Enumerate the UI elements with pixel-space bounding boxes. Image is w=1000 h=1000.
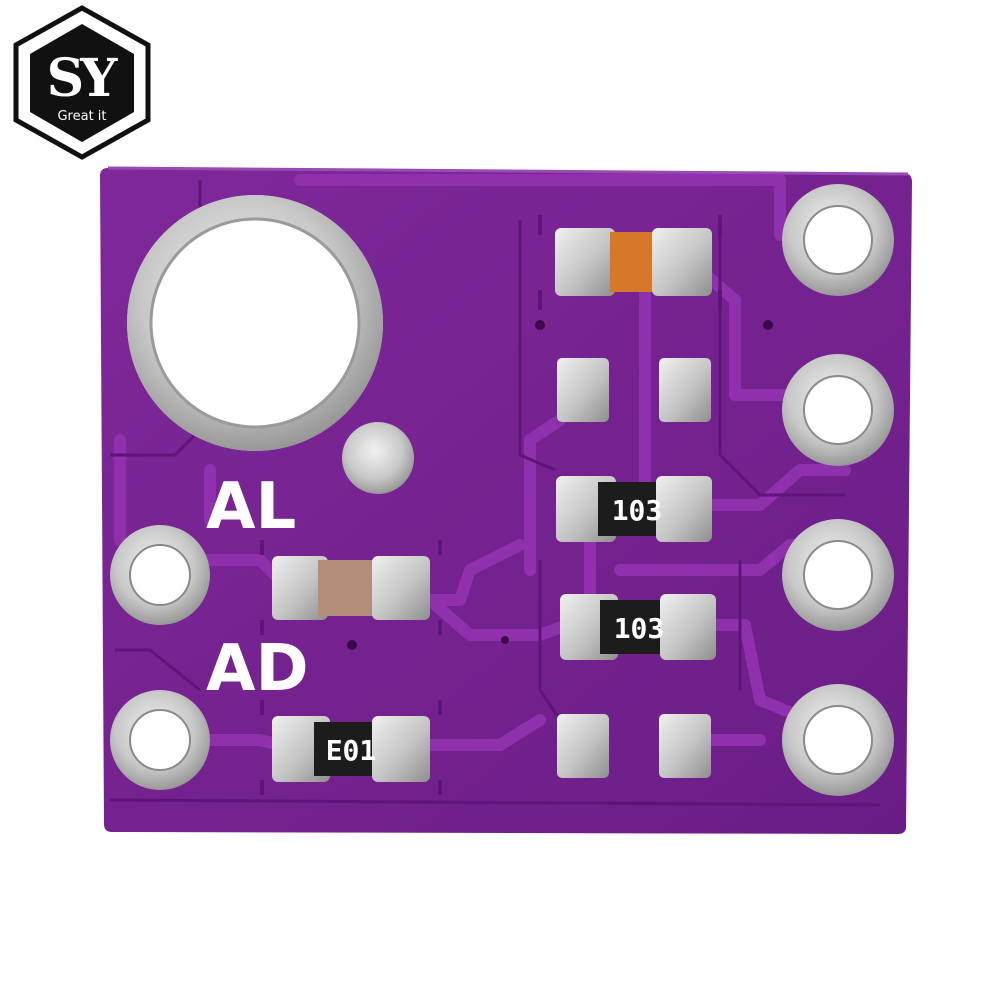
resistor-lower: 103 [560, 594, 716, 660]
sensor-pad [342, 422, 414, 494]
header-hole-right-3 [782, 519, 894, 631]
capacitor-top [555, 228, 712, 296]
resistor-lower-code: 103 [614, 612, 665, 645]
resistor-upper-code: 103 [612, 494, 663, 527]
header-hole-left-top [110, 525, 210, 625]
header-hole-right-1 [782, 184, 894, 296]
smd-pads-bottom [557, 714, 711, 778]
resistor-upper: 103 [556, 476, 712, 542]
brand-logo: SY Great it [13, 5, 151, 160]
resistor-bottom-code: E01 [326, 734, 377, 767]
header-hole-right-2 [782, 354, 894, 466]
header-hole-left-bottom [110, 690, 210, 790]
smd-pads-middle [557, 358, 711, 422]
header-hole-right-4 [782, 684, 894, 796]
logo-letters: SY [47, 48, 119, 109]
mounting-hole [127, 195, 383, 451]
resistor-bottom: E01 [272, 716, 430, 782]
silkscreen-marks [260, 215, 722, 795]
silkscreen-label-al: AL [206, 470, 296, 544]
vias [347, 320, 773, 650]
silkscreen-label-ad: AD [206, 632, 309, 706]
pcb-board: 103 103 E01 AL AD [100, 166, 912, 834]
capacitor-left [272, 556, 430, 620]
logo-tagline: Great it [57, 109, 106, 124]
